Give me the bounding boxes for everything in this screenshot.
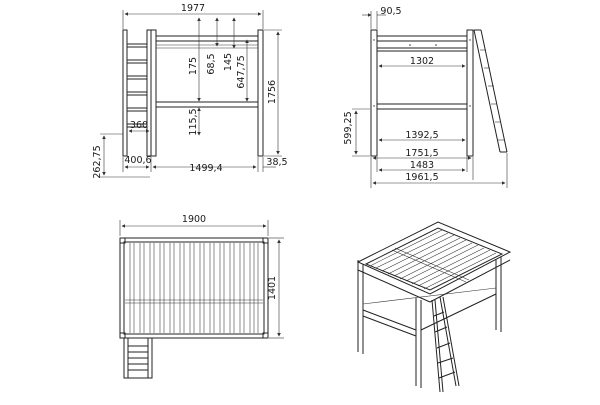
dim-rail-gap: 68,5 [206,53,217,74]
top-view-slats [125,243,263,333]
dim-top-rail: 1302 [410,56,434,67]
dim-deck-height: 647,75 [236,55,247,88]
top-view: 1900 [119,214,284,379]
dim-overall-width: 1977 [181,3,205,14]
side-ladder [473,29,508,153]
front-bed-frame [150,29,264,157]
dim-post-depth: 90,5 [380,6,401,17]
iso-slats [369,229,497,290]
dim-lower-rail: 1392,5 [405,130,438,141]
dim-frame-height: 145 [223,53,234,71]
front-ladder [122,29,152,157]
dim-underbed-clear: 115,5 [188,108,199,135]
dim-base-span: 1483 [410,160,434,171]
dim-bed-to-slat: 175 [188,57,199,75]
side-view: 90,5 1302 599,25 1392,5 1751,5 1483 1961… [343,6,508,188]
iso-ladder [431,296,460,393]
top-view-ladder [123,337,153,379]
front-view: 1977 175 68,5 145 647,75 1756 360 115,5 … [92,3,288,179]
dim-total-height: 1756 [267,80,278,104]
dim-post-width: 38,5 [266,157,287,168]
dim-ladder-offset: 262,75 [92,145,103,178]
dim-outer-span: 1751,5 [405,148,438,159]
isometric-view [356,221,512,393]
dim-bed-inner: 1499,4 [189,163,222,174]
dim-width: 1401 [267,276,278,300]
dim-total-depth: 1961,5 [405,172,438,183]
dim-ladder-rung-span: 360 [130,120,148,131]
dim-ladder-width: 400,6 [124,155,151,166]
dim-clearance-height: 599,25 [343,111,354,144]
dim-length: 1900 [182,214,206,225]
